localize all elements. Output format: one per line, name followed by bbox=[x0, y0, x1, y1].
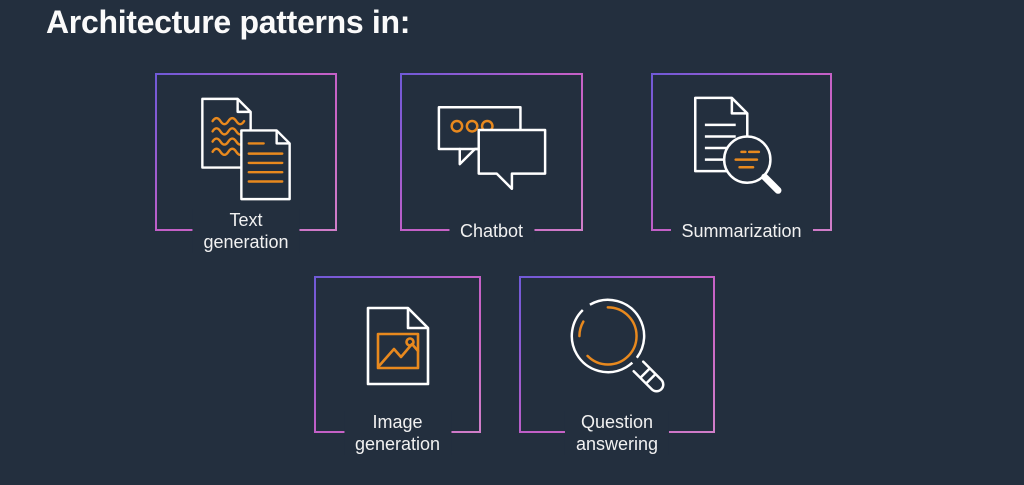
card-question-answering-body bbox=[521, 278, 713, 431]
card-text-generation-body bbox=[157, 75, 335, 229]
magnifier-icon bbox=[568, 296, 667, 395]
chat-bubbles-icon bbox=[437, 105, 547, 193]
document-magnifier-icon bbox=[693, 96, 790, 202]
card-image-generation: Image generation bbox=[314, 276, 481, 455]
card-question-answering: Question answering bbox=[519, 276, 715, 455]
card-summarization: Summarization bbox=[651, 73, 832, 242]
image-document-icon bbox=[365, 306, 431, 386]
card-chatbot-body bbox=[402, 75, 581, 229]
card-image-generation-body bbox=[316, 278, 479, 431]
documents-text-icon bbox=[200, 97, 292, 201]
card-label-text-generation: Text generation bbox=[192, 209, 300, 253]
card-label-image-generation: Image generation bbox=[343, 411, 452, 455]
card-chatbot: Chatbot bbox=[400, 73, 583, 242]
card-text-generation: Text generation bbox=[155, 73, 337, 253]
card-label-question-answering: Question answering bbox=[564, 411, 670, 455]
card-label-summarization: Summarization bbox=[670, 220, 813, 242]
page-title: Architecture patterns in: bbox=[46, 4, 411, 40]
card-summarization-body bbox=[653, 75, 830, 229]
card-label-chatbot: Chatbot bbox=[448, 220, 535, 242]
